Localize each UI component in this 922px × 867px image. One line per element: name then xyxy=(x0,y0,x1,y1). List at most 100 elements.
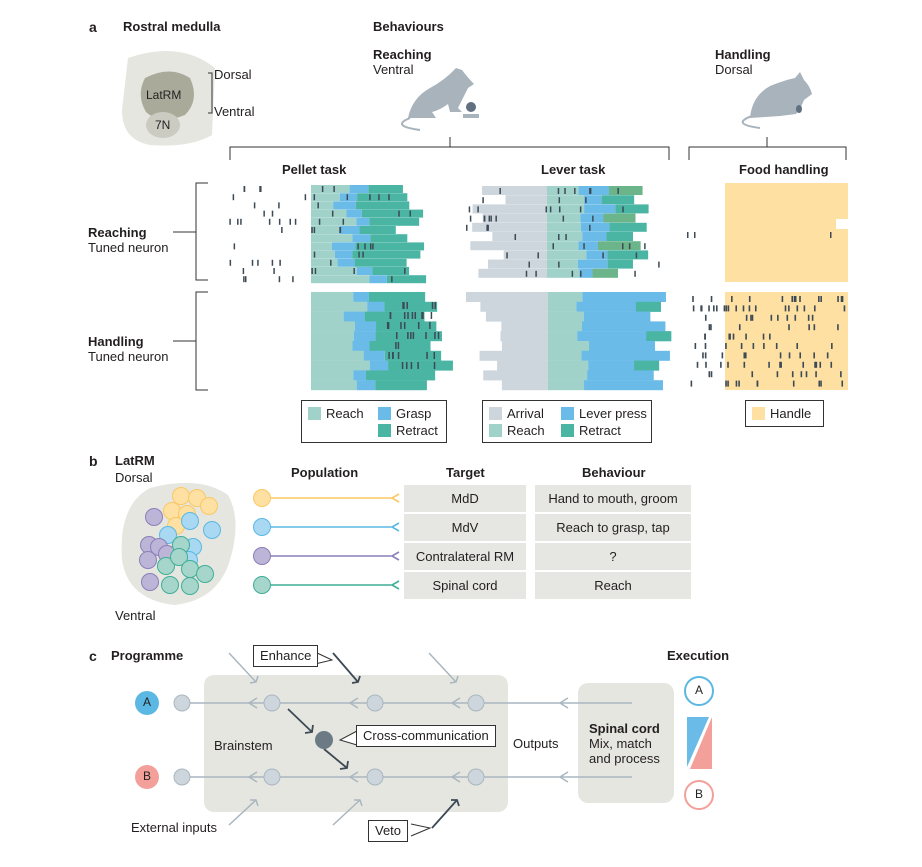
spike xyxy=(708,305,710,312)
lever-reach-swatch xyxy=(489,424,502,437)
spike xyxy=(725,380,727,387)
retract-epoch xyxy=(388,360,453,371)
legend-handle: Handle xyxy=(752,406,811,421)
handling-row-bracket xyxy=(173,291,208,391)
arrival-epoch xyxy=(501,321,548,332)
spike xyxy=(378,194,380,201)
lever-press-epoch xyxy=(588,360,660,371)
retract-epoch xyxy=(607,259,633,269)
behaviour-cell-1: Hand to mouth, groom xyxy=(535,485,691,512)
spike xyxy=(813,305,816,312)
spike xyxy=(311,268,313,274)
behaviours-title: Behaviours xyxy=(373,19,444,34)
handling-title: Handling xyxy=(715,47,771,62)
reach-epoch xyxy=(311,267,357,275)
spike xyxy=(278,276,281,283)
spike xyxy=(743,352,746,359)
spike xyxy=(313,251,316,258)
spike xyxy=(321,186,324,192)
neuron xyxy=(366,694,384,712)
lever-press-epoch xyxy=(584,204,616,214)
spike xyxy=(549,206,552,213)
spike xyxy=(579,206,582,213)
legend-lever-retract: Retract xyxy=(561,423,621,438)
cross-communication-neuron xyxy=(315,731,333,749)
spike xyxy=(346,194,349,201)
spike xyxy=(317,202,319,209)
lever-retract-swatch xyxy=(561,424,574,437)
spike xyxy=(808,324,810,331)
spike xyxy=(243,186,246,192)
grasp-epoch xyxy=(343,311,365,322)
external-inputs-label: External inputs xyxy=(131,820,217,835)
ventral-label: Ventral xyxy=(214,104,255,119)
spike xyxy=(558,197,561,204)
lever-press-epoch xyxy=(586,250,608,260)
spike xyxy=(818,296,820,302)
spike xyxy=(406,302,408,309)
arrival-epoch xyxy=(482,186,547,195)
program-a-circle xyxy=(135,691,159,715)
lever-press-epoch xyxy=(583,311,651,322)
spike xyxy=(725,343,727,349)
spike xyxy=(658,261,660,268)
retract-epoch xyxy=(365,370,436,381)
spike xyxy=(727,380,729,387)
spike xyxy=(791,296,794,302)
lever-press-epoch xyxy=(587,370,654,381)
spike xyxy=(777,314,779,321)
retract-epoch xyxy=(369,341,431,351)
spike xyxy=(819,361,822,368)
grasp-epoch xyxy=(356,217,370,226)
lever-press-epoch xyxy=(581,350,670,361)
spike xyxy=(401,362,404,369)
handle-swatch xyxy=(752,407,765,420)
spike xyxy=(813,352,815,359)
spike xyxy=(311,227,313,233)
reach-epoch xyxy=(548,311,584,322)
spike xyxy=(528,261,530,268)
spike xyxy=(430,312,433,319)
spike xyxy=(271,210,274,217)
enhance-callout: Enhance xyxy=(253,645,319,667)
spike xyxy=(796,305,799,312)
spike xyxy=(830,232,832,238)
grasp-epoch xyxy=(334,250,353,259)
spike xyxy=(770,314,773,321)
grasp-swatch xyxy=(378,407,391,420)
handling-bracket xyxy=(688,137,847,160)
spike xyxy=(815,371,817,378)
spike xyxy=(278,202,280,209)
retract-epoch xyxy=(601,195,635,205)
retract-epoch xyxy=(386,275,427,284)
reach-epoch xyxy=(311,380,357,391)
grasp-epoch xyxy=(367,301,385,312)
grasp-epoch xyxy=(353,370,366,381)
spike xyxy=(796,343,799,349)
spike xyxy=(807,314,810,321)
arrival-epoch xyxy=(483,370,548,381)
spike xyxy=(431,302,434,309)
reaching-subtitle: Ventral xyxy=(373,62,414,77)
retract-epoch xyxy=(603,213,636,223)
spike xyxy=(313,227,316,233)
arrival-epoch xyxy=(472,222,547,232)
arrival-swatch xyxy=(489,407,502,420)
spike xyxy=(537,252,539,259)
reach-epoch xyxy=(548,341,590,351)
spike xyxy=(628,243,631,250)
arrival-epoch xyxy=(466,292,548,302)
handle-epoch xyxy=(725,292,848,390)
retract-epoch xyxy=(607,250,649,260)
spike xyxy=(342,218,345,225)
reach-epoch xyxy=(311,360,370,371)
latrm-label: LatRM xyxy=(146,88,182,102)
spike xyxy=(433,352,436,359)
spike xyxy=(727,361,729,368)
spike xyxy=(406,362,408,369)
spike xyxy=(387,322,390,329)
spike xyxy=(728,333,731,340)
spike xyxy=(589,224,591,231)
spike xyxy=(622,243,624,250)
retract-epoch xyxy=(592,268,619,278)
